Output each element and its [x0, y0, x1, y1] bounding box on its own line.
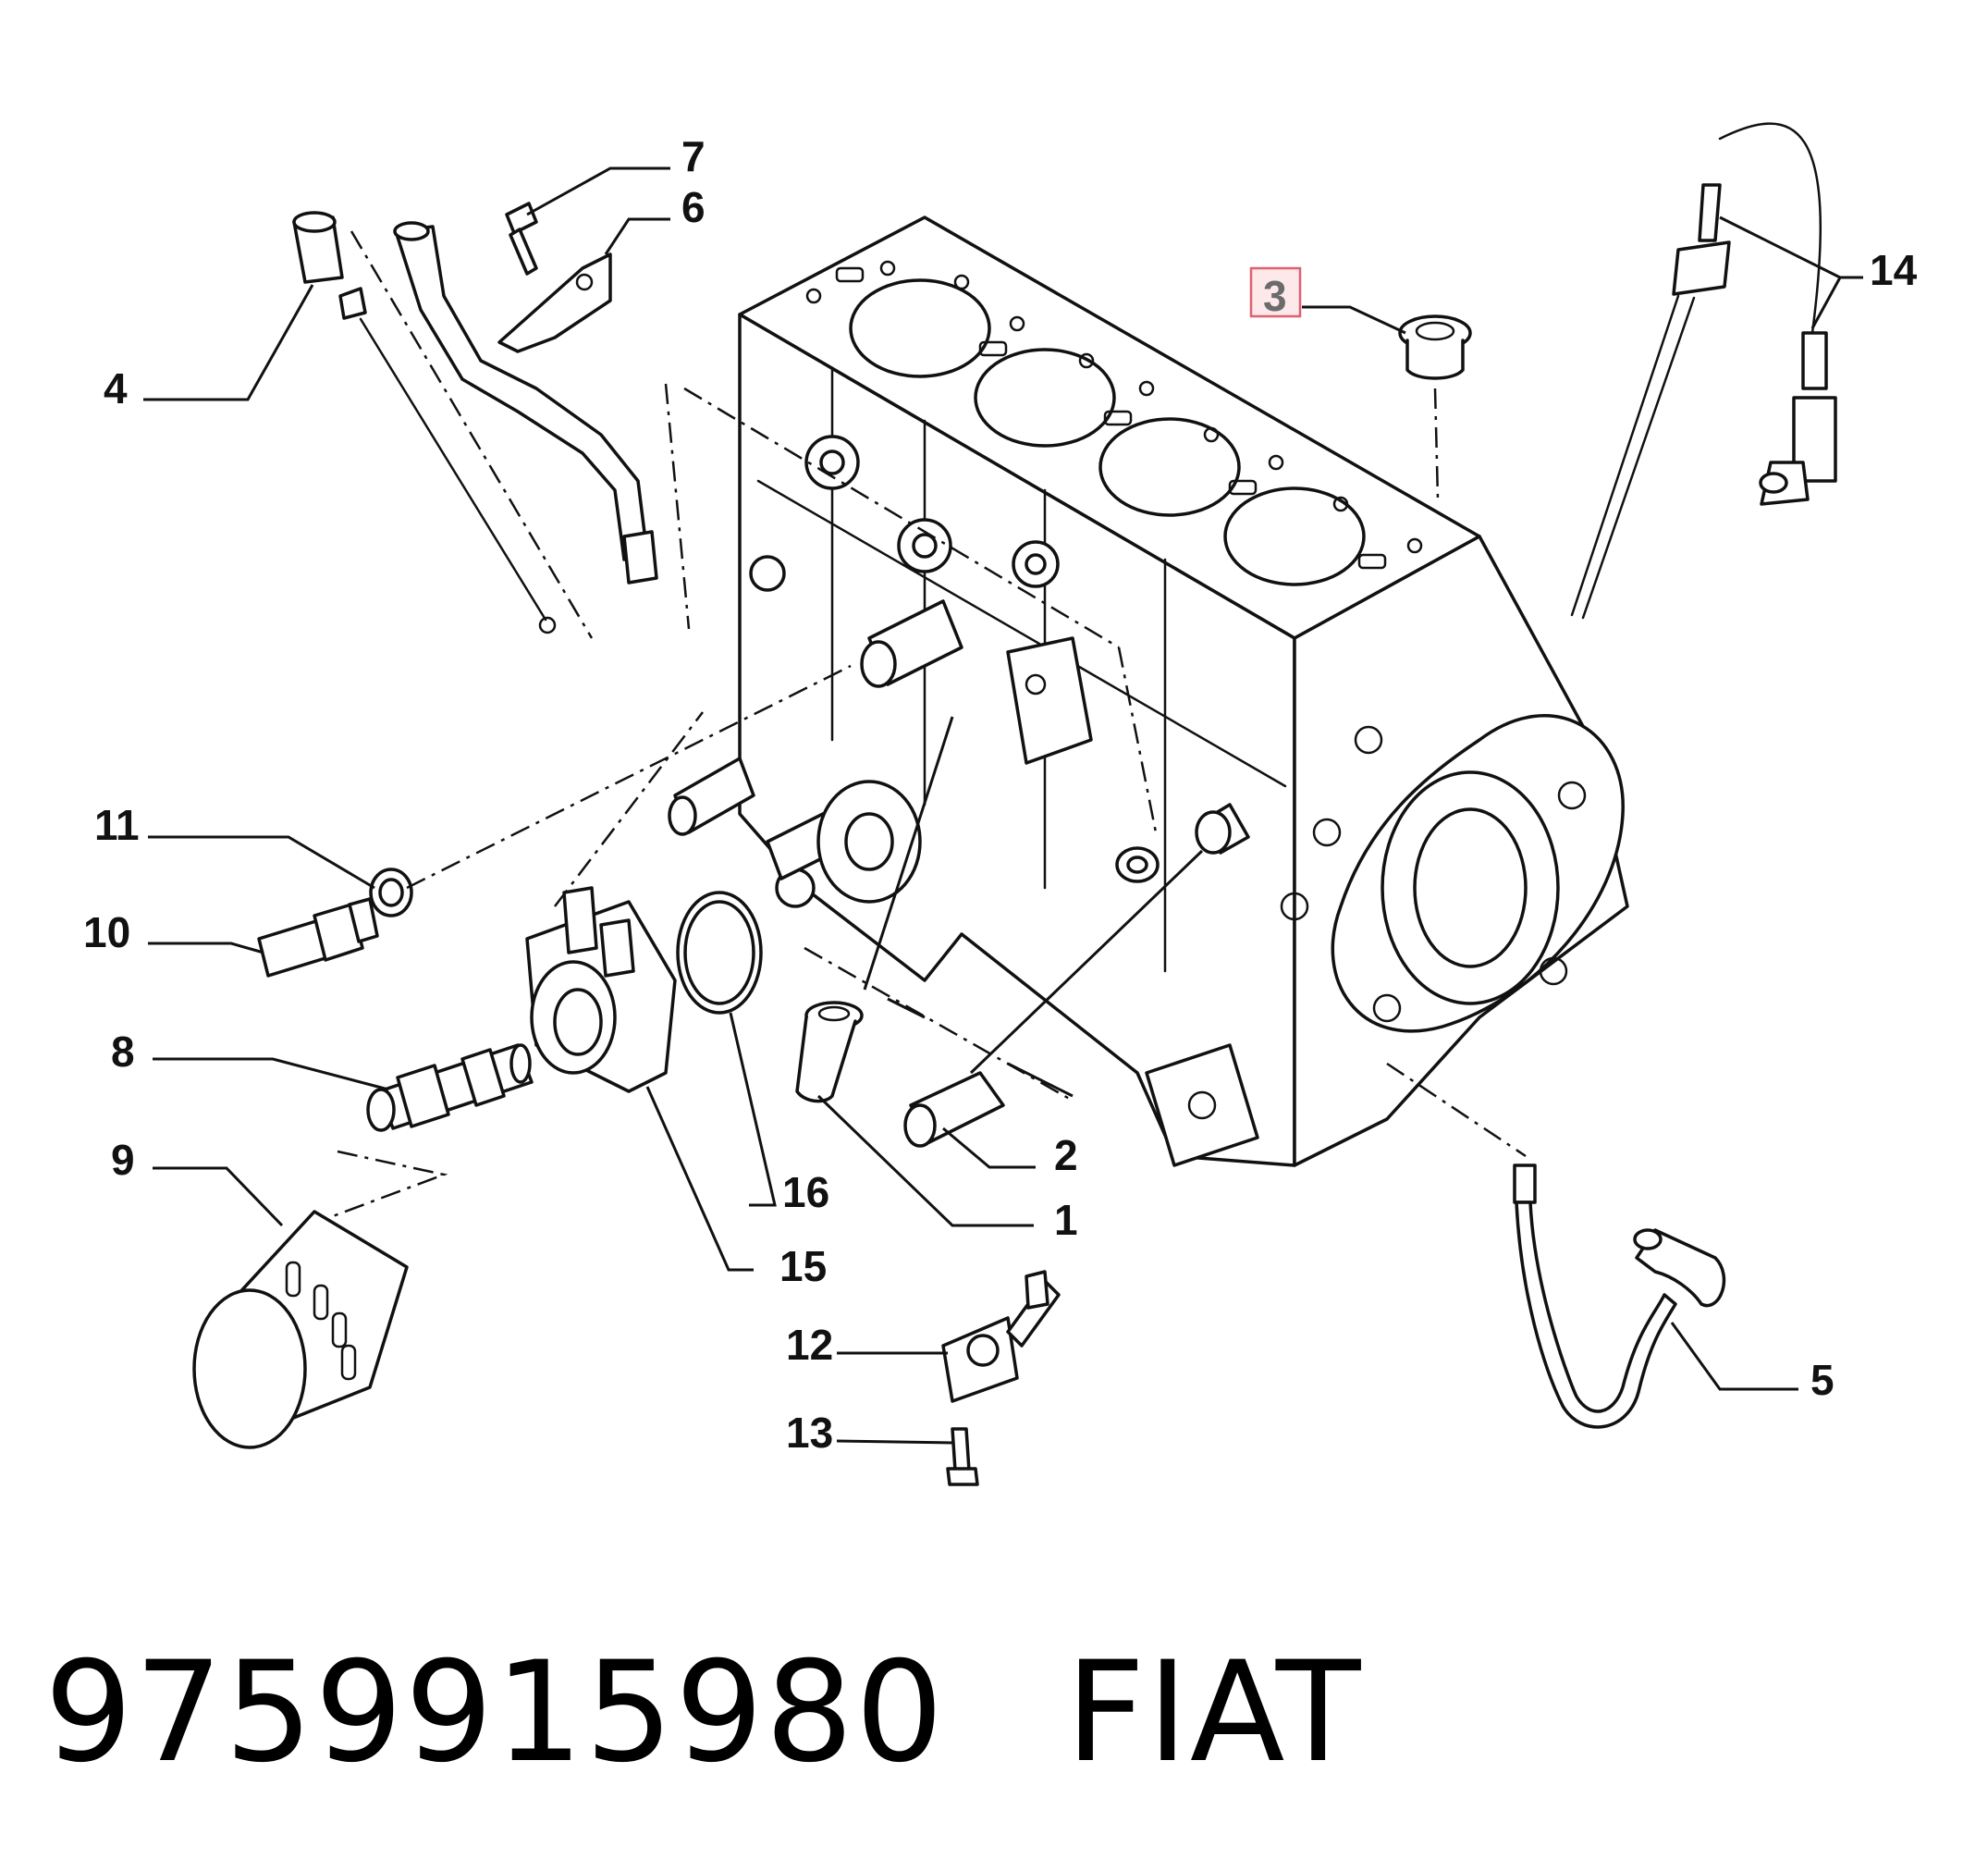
part-2-dowel: [903, 1071, 1005, 1148]
callout-14[interactable]: 14: [1870, 246, 1918, 294]
part-3-plug: [1398, 314, 1472, 380]
part-1-sleeve: [795, 1001, 864, 1103]
callout-16[interactable]: 16: [782, 1168, 829, 1216]
part-number: 9759915980: [44, 1632, 946, 1793]
part-5-return-pipe: [1513, 1163, 1726, 1429]
part-8-union: [366, 1043, 534, 1132]
callout-5[interactable]: 5: [1810, 1356, 1835, 1404]
leader-lines: [143, 166, 1863, 1445]
callout-labels: 7 6 4 3 14 11 10 8 9 2 1 16 15 12 13 5: [83, 132, 1918, 1457]
block-plug: [1195, 803, 1250, 855]
part-11-seal-ring: [369, 868, 413, 917]
callout-12[interactable]: 12: [786, 1321, 833, 1369]
part-4-dipstick: [292, 211, 557, 634]
callout-3[interactable]: 3: [1263, 272, 1287, 320]
part-14-level-sensor: [1570, 122, 1837, 620]
engine-block: [668, 215, 1629, 1167]
callout-11[interactable]: 11: [94, 801, 140, 849]
callout-10[interactable]: 10: [83, 908, 130, 956]
callout-15[interactable]: 15: [779, 1242, 827, 1290]
part-7-bolt: [505, 202, 538, 276]
callout-2[interactable]: 2: [1054, 1131, 1078, 1179]
part-6-bracket: [497, 252, 612, 353]
brand-name: FIAT: [1065, 1632, 1363, 1793]
callout-8[interactable]: 8: [111, 1028, 135, 1076]
callout-7[interactable]: 7: [681, 132, 706, 180]
part-12-bracket: [941, 1270, 1061, 1403]
exploded-parts-diagram: 7 6 4 3 14 11 10 8 9 2 1 16 15 12 13 5: [83, 122, 1918, 1486]
callout-1[interactable]: 1: [1054, 1196, 1078, 1244]
dipstick-guide-tube: [350, 221, 658, 639]
part-13-screw: [946, 1427, 979, 1486]
callout-13[interactable]: 13: [786, 1409, 833, 1457]
part-10-pressure-switch: [257, 897, 379, 978]
callout-9[interactable]: 9: [111, 1136, 135, 1184]
callout-3-highlight-box: [1249, 266, 1302, 318]
part-15-oil-cooler: [525, 886, 677, 1093]
part-9-oil-filter: [192, 1210, 409, 1449]
callout-4[interactable]: 4: [104, 364, 128, 412]
part-16-o-ring: [676, 891, 763, 1015]
part-number-caption: 9759915980 FIAT: [44, 1632, 1362, 1793]
callout-6[interactable]: 6: [681, 183, 706, 231]
alignment-lines: [332, 383, 1527, 1218]
